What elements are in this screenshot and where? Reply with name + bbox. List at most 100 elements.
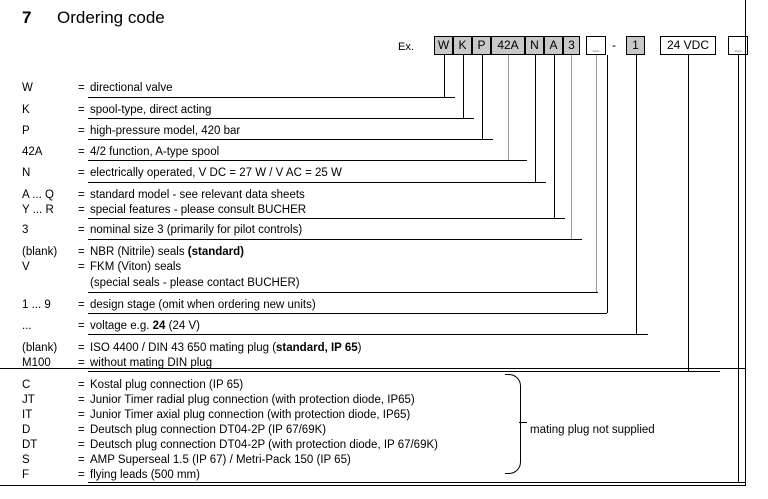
row-equals: = — [78, 357, 85, 369]
group-rule — [88, 239, 582, 240]
row-description: voltage e.g. 24 (24 V) — [90, 320, 200, 332]
row-code: K — [22, 104, 30, 116]
row-equals: = — [78, 146, 85, 158]
section-number: 7 — [22, 8, 32, 27]
row-code: S — [22, 454, 30, 466]
row-code: N — [22, 167, 31, 179]
row-description: Junior Timer radial plug connection (wit… — [90, 394, 415, 406]
row-equals: = — [78, 204, 85, 216]
box-plug: _ — [728, 36, 748, 55]
row-description-text: design stage (omit when ordering new uni… — [90, 299, 316, 311]
row-equals: = — [78, 224, 85, 236]
row-equals: = — [78, 246, 85, 258]
leader-line-vertical — [462, 55, 464, 118]
row-description-text: FKM (Viton) seals — [90, 261, 182, 273]
group-rule — [88, 313, 607, 314]
box-seal: _ — [586, 36, 606, 55]
leader-line-vertical — [553, 55, 555, 218]
row-description-text: spool-type, direct acting — [90, 104, 212, 116]
box-42a: 42A — [491, 36, 525, 55]
leader-line-vertical — [688, 55, 689, 371]
row-equals: = — [78, 379, 85, 391]
row-description: ISO 4400 / DIN 43 650 mating plug (stand… — [90, 342, 361, 354]
row-description-text: electrically operated, V DC = 27 W / V A… — [90, 167, 342, 179]
row-description: directional valve — [90, 82, 172, 94]
row-equals: = — [78, 82, 85, 94]
group-rule — [88, 160, 527, 161]
row-description: Deutsch plug connection DT04-2P (IP 67/6… — [90, 424, 326, 436]
row-code: DT — [22, 439, 38, 451]
group-rule — [88, 334, 648, 335]
row-description-text: nominal size 3 (primarily for pilot cont… — [90, 224, 303, 236]
page-title: Ordering code — [57, 8, 165, 27]
leader-line-vertical — [571, 55, 572, 239]
row-description: Kostal plug connection (IP 65) — [90, 379, 243, 391]
mating-plug-brace-tip — [519, 422, 527, 423]
row-description-text: high-pressure model, 420 bar — [90, 125, 241, 137]
row-equals: = — [78, 167, 85, 179]
leader-line-vertical — [596, 55, 597, 292]
row-code: M100 — [22, 357, 51, 369]
row-code: P — [22, 125, 30, 137]
group-rule — [88, 482, 745, 483]
row-description: AMP Superseal 1.5 (IP 67) / Metri-Pack 1… — [90, 454, 351, 466]
row-description: FKM (Viton) seals — [90, 261, 181, 273]
leader-line-vertical — [606, 55, 608, 313]
mating-plug-note: mating plug not supplied — [530, 424, 655, 436]
box-w: W — [434, 36, 453, 55]
row-description: 4/2 function, A-type spool — [90, 146, 219, 158]
leader-line-vertical — [443, 55, 445, 97]
row-code: Y ... R — [22, 204, 54, 216]
page-frame-divider — [0, 368, 746, 369]
box-design: 1 — [626, 36, 645, 55]
row-equals: = — [78, 342, 85, 354]
row-description-text: voltage e.g. — [90, 320, 153, 332]
leader-line-vertical — [534, 55, 536, 182]
box-n: N — [525, 36, 544, 55]
row-description: design stage (omit when ordering new uni… — [90, 299, 316, 311]
row-description-text: NBR (Nitrile) seals — [90, 246, 188, 258]
group-rule — [88, 371, 720, 372]
row-code: V — [22, 261, 30, 273]
group-rule — [88, 218, 565, 219]
row-equals: = — [78, 454, 85, 466]
row-code: W — [22, 82, 33, 94]
row-description: nominal size 3 (primarily for pilot cont… — [90, 224, 302, 236]
row-description: flying leads (500 mm) — [90, 469, 200, 481]
row-description-text: Kostal plug connection (IP 65) — [90, 379, 244, 391]
row-equals: = — [78, 394, 85, 406]
row-description-tail: ) — [357, 342, 362, 354]
row-description: without mating DIN plug — [90, 357, 212, 369]
row-description-text: 4/2 function, A-type spool — [90, 146, 220, 158]
row-description-text: directional valve — [90, 82, 173, 94]
group-rule — [88, 292, 598, 293]
row-description-text: Junior Timer axial plug connection (with… — [90, 409, 411, 421]
row-description-tail: (24 V) — [165, 320, 200, 332]
leader-line-vertical — [481, 55, 483, 139]
page-frame-right — [745, 0, 746, 486]
row-equals: = — [78, 104, 85, 116]
row-code: D — [22, 424, 31, 436]
row-description: special features - please consult BUCHER — [90, 204, 306, 216]
row-code: F — [22, 469, 30, 481]
row-description-text: Junior Timer radial plug connection (wit… — [90, 394, 415, 406]
row-description: NBR (Nitrile) seals (standard) — [90, 246, 244, 258]
row-description: electrically operated, V DC = 27 W / V A… — [90, 167, 342, 179]
leader-line-vertical — [635, 55, 637, 334]
row-description: high-pressure model, 420 bar — [90, 125, 240, 137]
box-3: 3 — [563, 36, 580, 55]
row-description-text: standard model - see relevant data sheet… — [90, 189, 305, 201]
row-code: (blank) — [22, 246, 58, 258]
row-code: IT — [22, 409, 33, 421]
leader-line-vertical — [738, 55, 739, 482]
row-description-emphasis: standard, IP 65 — [276, 342, 358, 354]
row-equals: = — [78, 261, 85, 273]
row-code: JT — [22, 394, 35, 406]
row-equals: = — [78, 469, 85, 481]
row-code: C — [22, 379, 31, 391]
row-description: standard model - see relevant data sheet… — [90, 189, 305, 201]
row-description-text: without mating DIN plug — [90, 357, 213, 369]
code-separator-dash: - — [612, 38, 616, 52]
row-description-text: Deutsch plug connection DT04-2P (with pr… — [90, 439, 438, 451]
